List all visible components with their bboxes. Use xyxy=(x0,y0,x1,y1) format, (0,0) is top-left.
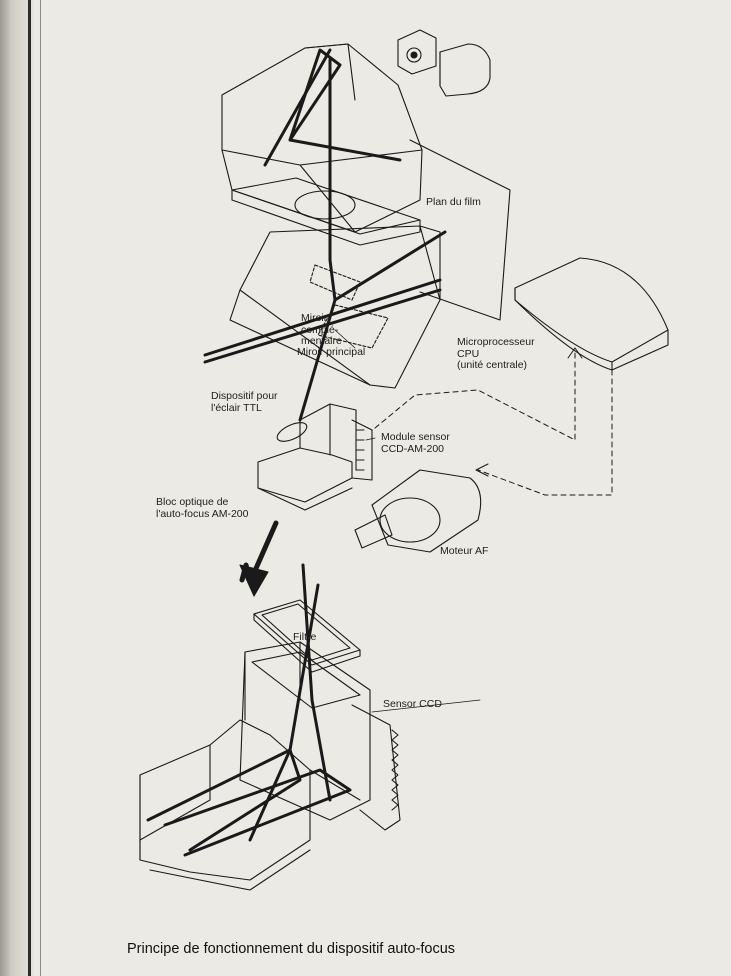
page-edge-line xyxy=(28,0,31,976)
label-bloc-optique: Bloc optique de l'auto-focus AM-200 xyxy=(156,496,249,520)
lower-light-rays xyxy=(146,563,352,857)
light-rays xyxy=(203,48,447,422)
af-motor xyxy=(354,469,482,553)
label-plan-du-film: Plan du film xyxy=(426,196,481,208)
label-sensor-ccd: Sensor CCD xyxy=(383,698,442,710)
af-sensor-assembly xyxy=(139,641,401,891)
focusing-screen xyxy=(231,177,421,246)
filter xyxy=(253,599,361,673)
label-miroir-complementaire: Miroir complé- mentaire xyxy=(301,312,342,347)
film-plane xyxy=(409,139,511,321)
label-moteur-af: Moteur AF xyxy=(440,545,489,557)
label-filtre: Filtre xyxy=(293,631,317,643)
eyepiece-assembly xyxy=(397,29,491,97)
label-dispositif-eclair: Dispositif pour l'éclair TTL xyxy=(211,390,278,414)
down-arrow xyxy=(239,520,279,597)
pentaprism xyxy=(221,43,423,233)
signal-lines xyxy=(374,347,613,496)
leader-lines xyxy=(334,329,481,713)
figure-caption: Principe de fonctionnement du dispositif… xyxy=(127,941,456,957)
label-microprocesseur: Microprocesseur CPU (unité centrale) xyxy=(457,336,535,371)
mirror-box xyxy=(229,225,441,389)
label-module-sensor: Module sensor CCD-AM-200 xyxy=(381,431,450,455)
af-optical-block xyxy=(257,403,373,511)
page-margin-line xyxy=(40,0,41,976)
label-miroir-principal: Miroir principal xyxy=(297,346,366,358)
cpu-box xyxy=(514,257,669,371)
